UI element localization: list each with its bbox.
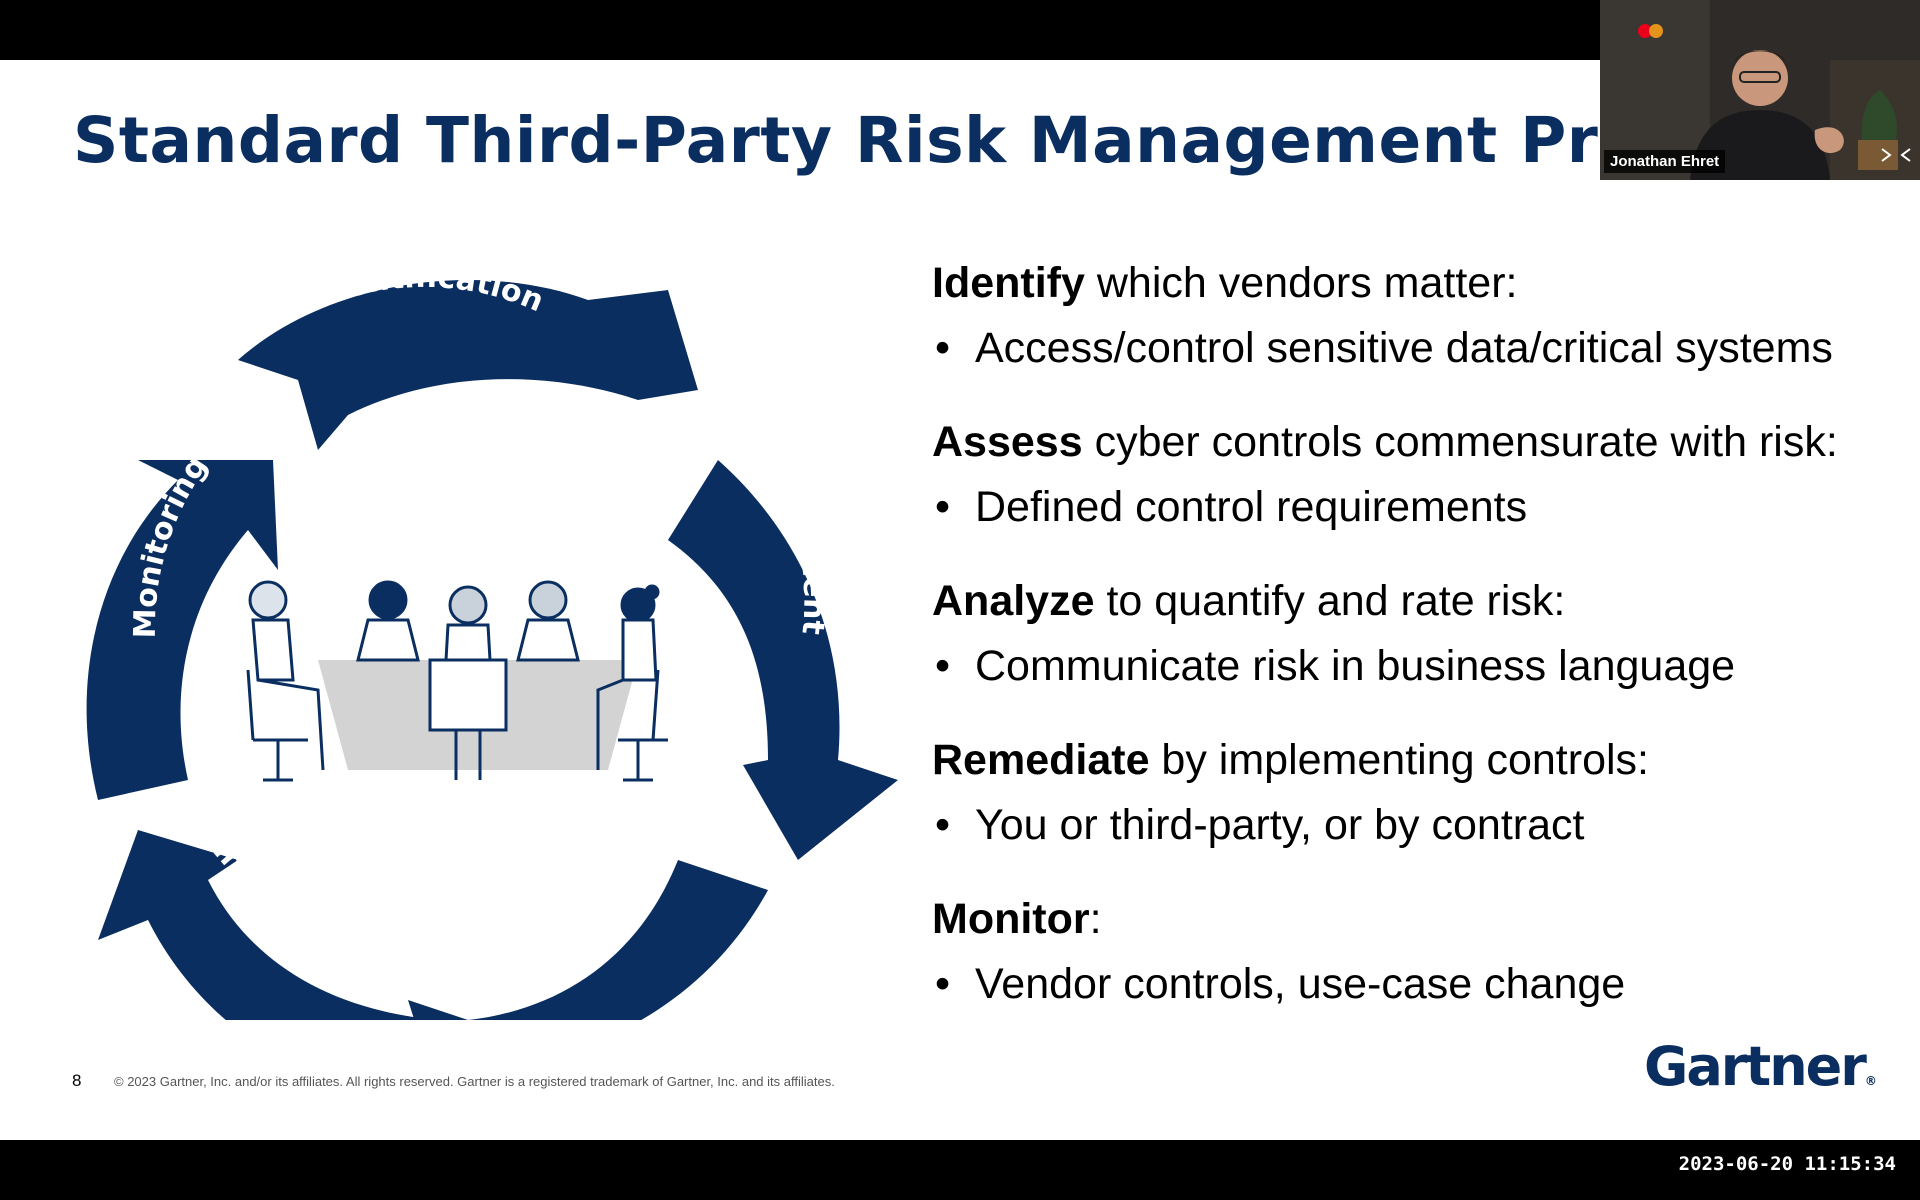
gartner-logo: Gartner® [1644,1035,1877,1098]
arrow-monitoring [86,460,278,800]
bullet-text: Vendor controls, use-case change [975,960,1626,1008]
slide-number: 8 [72,1071,82,1090]
step-description: to quantify and rate risk: [1094,577,1566,625]
logo-registered-mark: ® [1864,1074,1877,1088]
step-heading: Assess cyber controls commensurate with … [932,417,1892,467]
participant-video-tile[interactable]: Jonathan Ehret [1600,0,1920,180]
step-bullet: • Communicate risk in business language [932,641,1892,691]
bullet-marker: • [935,960,951,1008]
slide-title: Standard Third-Party Risk Management Pro… [73,104,1680,177]
step-keyword: Analyze [932,577,1095,625]
bullet-text: Defined control requirements [975,483,1528,531]
step-keyword: Identify [932,259,1085,307]
step-monitor: Monitor: • Vendor controls, use-case chan… [932,894,1892,1009]
presentation-slide: Standard Third-Party Risk Management Pro… [0,60,1920,1140]
person-left-icon [246,580,325,782]
step-heading: Identify which vendors matter: [932,258,1892,308]
step-description: cyber controls commensurate with risk: [1082,418,1838,466]
bullet-marker: • [935,483,951,531]
person-back-3-icon [516,580,580,662]
bullet-marker: • [935,324,951,372]
process-cycle-diagram: Identification Assessment Analysis Remed… [86,260,898,1020]
step-heading: Analyze to quantify and rate risk: [932,576,1892,626]
step-keyword: Remediate [932,736,1150,784]
step-heading: Remediate by implementing controls: [932,735,1892,785]
participant-name-label: Jonathan Ehret [1604,150,1726,173]
step-bullet: • Defined control requirements [932,482,1892,532]
meeting-people-illustration [246,580,668,782]
bullet-marker: • [935,801,951,849]
bullet-text: You or third-party, or by contract [975,801,1585,849]
step-identify: Identify which vendors matter: • Access/c… [932,258,1892,373]
bullet-marker: • [935,642,951,690]
recording-indicator-icon [1638,24,1663,38]
process-steps-list: Identify which vendors matter: • Access/c… [932,258,1892,1053]
step-keyword: Monitor [932,895,1090,943]
bullet-text: Access/control sensitive data/critical s… [975,324,1833,372]
bullet-text: Communicate risk in business language [975,642,1736,690]
arrow-analysis [408,860,768,1020]
arrow-assessment [668,460,898,860]
logo-text: Gartner [1644,1035,1867,1098]
step-bullet: • Access/control sensitive data/critical … [932,323,1892,373]
step-description: : [1089,895,1102,943]
step-assess: Assess cyber controls commensurate with … [932,417,1892,532]
step-bullet: • Vendor controls, use-case change [932,959,1892,1009]
arrow-remediation [98,830,438,1020]
bottom-black-bar [0,1140,1920,1200]
person-back-1-icon [356,580,420,662]
cycle-arrows [86,280,898,1020]
pin-video-icon[interactable] [1876,144,1916,166]
step-bullet: • You or third-party, or by contract [932,800,1892,850]
person-right-icon [596,584,668,782]
copyright-footer: © 2023 Gartner, Inc. and/or its affiliat… [114,1074,835,1089]
step-heading: Monitor: [932,894,1892,944]
step-keyword: Assess [932,418,1083,466]
arrow-identification [238,280,698,450]
step-description: by implementing controls: [1149,736,1649,784]
step-remediate: Remediate by implementing controls: • You… [932,735,1892,850]
recording-timestamp: 2023-06-20 11:15:34 [1678,1153,1896,1175]
person-back-2-icon [428,585,508,780]
step-description: which vendors matter: [1084,259,1518,307]
step-analyze: Analyze to quantify and rate risk: • Comm… [932,576,1892,691]
